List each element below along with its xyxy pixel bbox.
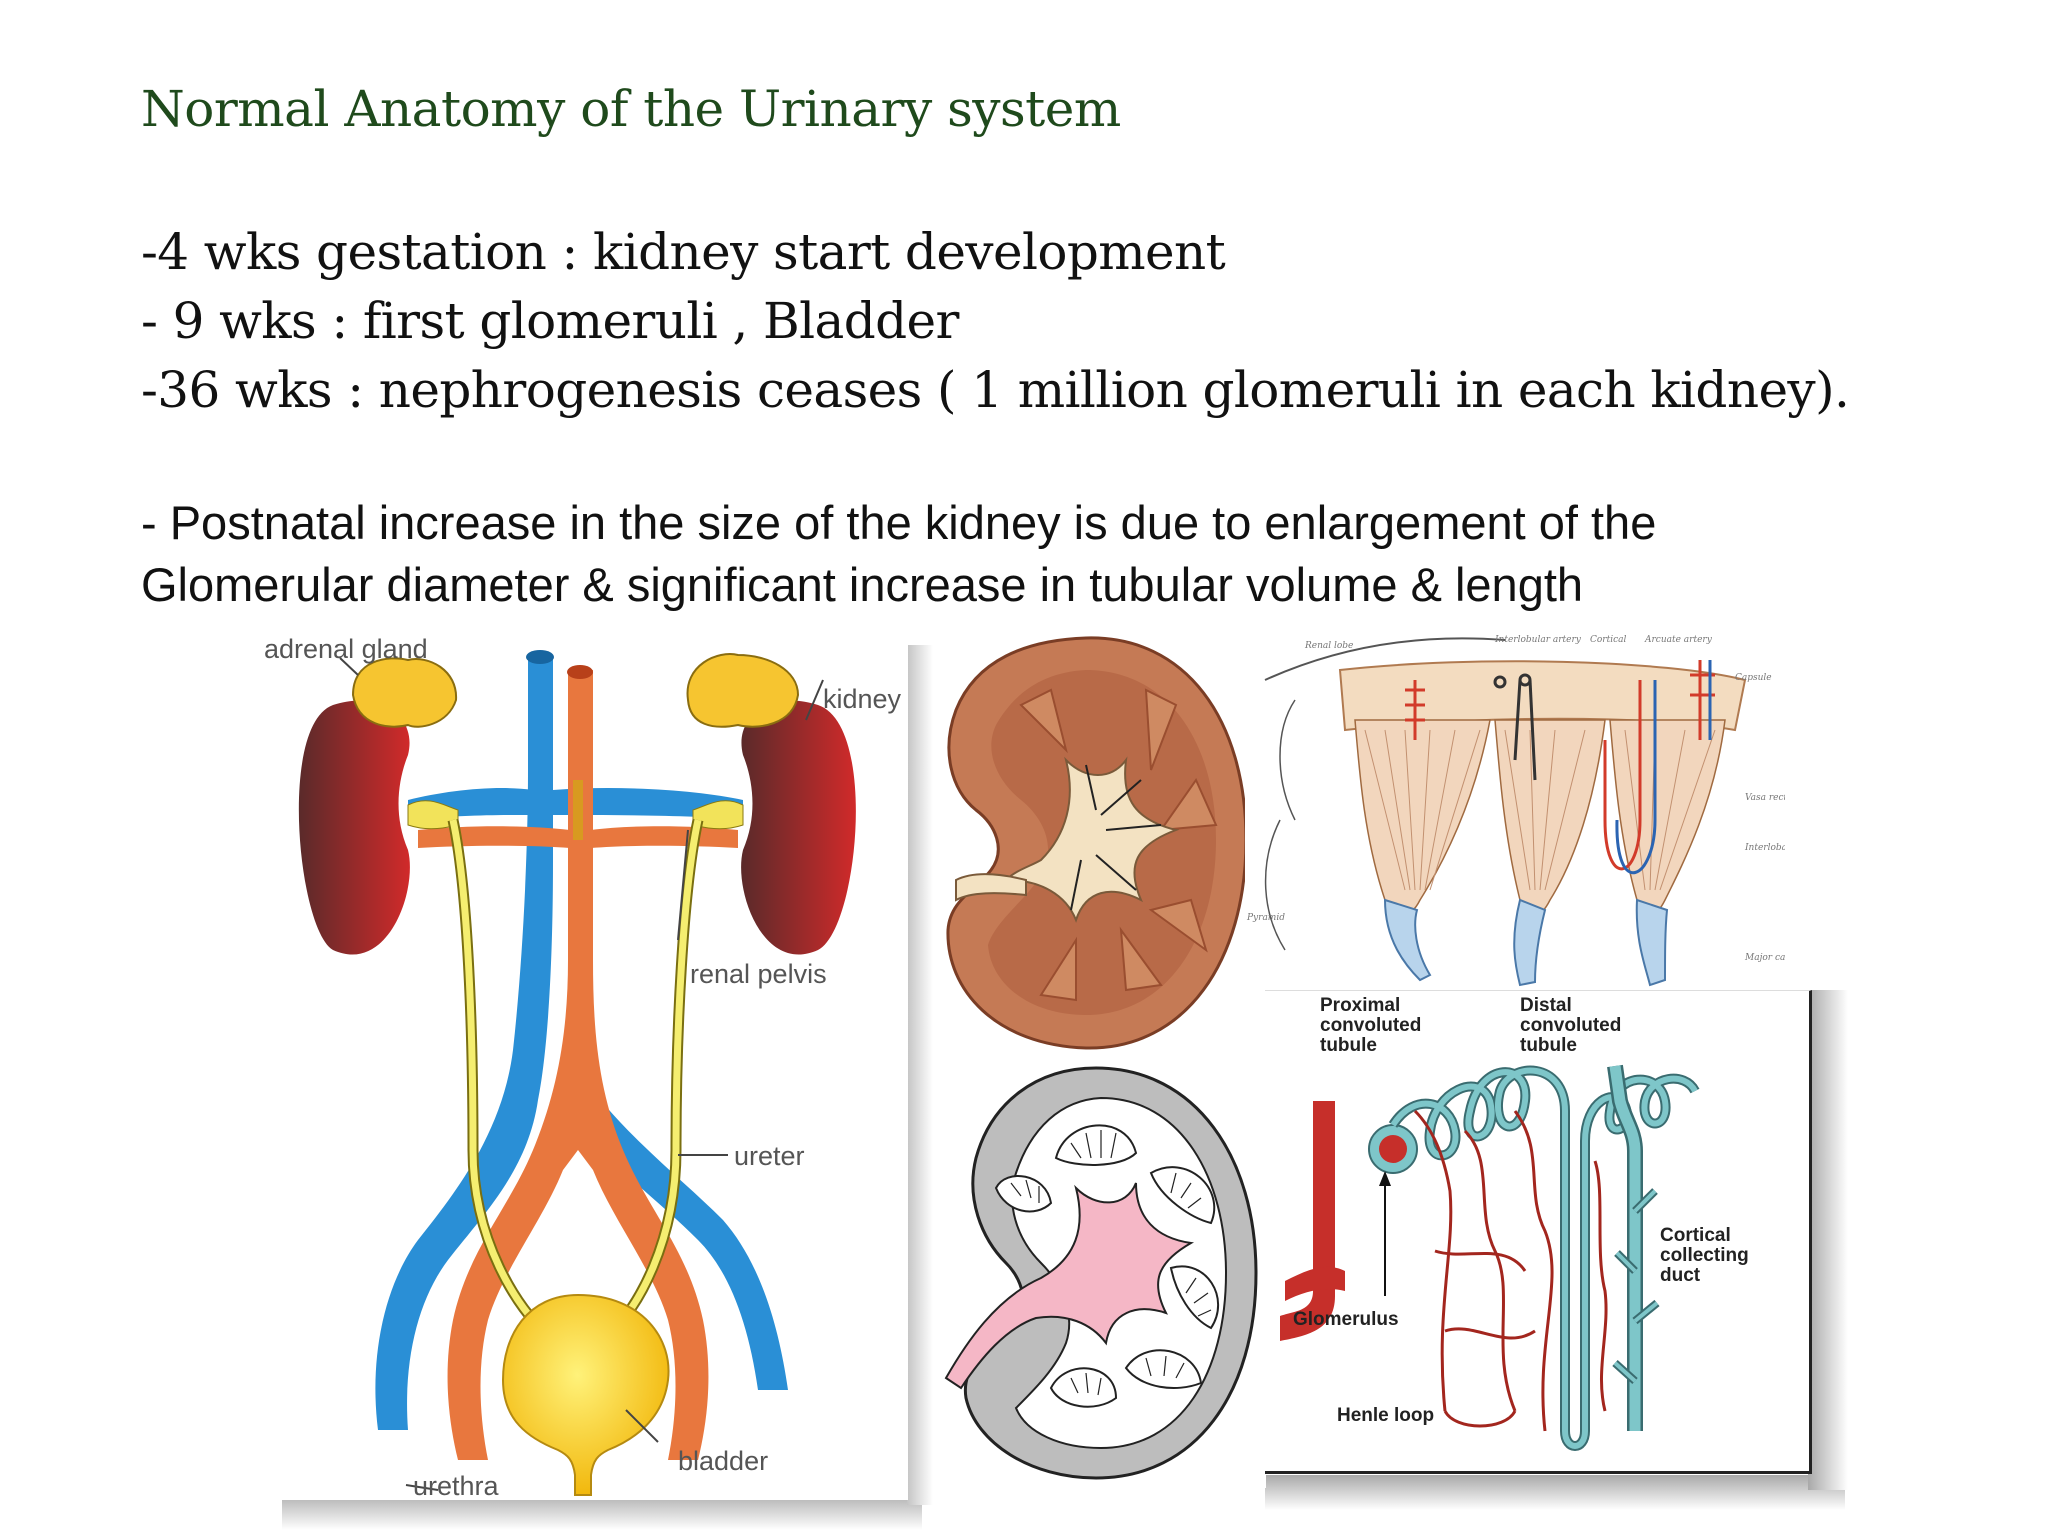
left-kidney bbox=[298, 700, 410, 955]
svg-text:Distal: Distal bbox=[1520, 995, 1572, 1016]
svg-text:tubule: tubule bbox=[1320, 1035, 1377, 1056]
note-line: - Postnatal increase in the size of the … bbox=[141, 496, 1657, 549]
label-henle-loop: Henle loop bbox=[1337, 1405, 1434, 1426]
label-glomerulus: Glomerulus bbox=[1293, 1309, 1399, 1330]
renal-artery-right bbox=[591, 826, 738, 848]
label-distal: Distal convoluted tubule bbox=[1520, 995, 1621, 1056]
label-proximal: Proximal convoluted tubule bbox=[1320, 995, 1421, 1056]
figure-shadow bbox=[1808, 990, 1848, 1490]
timeline-item: -4 wks gestation : kidney start developm… bbox=[141, 223, 1226, 281]
svg-text:collecting: collecting bbox=[1660, 1245, 1749, 1266]
afferent-vessel bbox=[1280, 1101, 1335, 1341]
svg-text:Vasa recta: Vasa recta bbox=[1745, 793, 1785, 803]
svg-text:Renal lobe: Renal lobe bbox=[1304, 641, 1353, 651]
aorta bbox=[447, 670, 709, 1460]
figure-shadow bbox=[1265, 1475, 1845, 1510]
label-bladder: bladder bbox=[678, 1446, 768, 1476]
svg-text:convoluted: convoluted bbox=[1320, 1015, 1421, 1036]
label-cortical: Cortical collecting duct bbox=[1660, 1225, 1749, 1286]
svg-text:Interlobar: Interlobar bbox=[1744, 843, 1785, 853]
svg-text:Cortical: Cortical bbox=[1590, 635, 1627, 645]
bladder bbox=[501, 1293, 670, 1496]
svg-text:convoluted: convoluted bbox=[1520, 1015, 1621, 1036]
svg-text:Proximal: Proximal bbox=[1320, 995, 1400, 1016]
slide-title: Normal Anatomy of the Urinary system bbox=[141, 80, 1121, 138]
medullary-pyramid bbox=[1494, 719, 1606, 916]
label-ureter: ureter bbox=[734, 1141, 805, 1171]
left-adrenal-gland bbox=[351, 657, 458, 728]
figure-shadow bbox=[907, 645, 933, 1505]
distal-tubule bbox=[1580, 1073, 1700, 1142]
timeline-item: -36 wks : nephrogenesis ceases ( 1 milli… bbox=[141, 361, 1850, 419]
label-adrenal-gland: adrenal gland bbox=[264, 634, 428, 664]
nephron-diagram: Proximal convoluted tubule Distal convol… bbox=[1265, 990, 1812, 1474]
svg-text:Major calyx: Major calyx bbox=[1744, 953, 1785, 963]
svg-text:Capsule: Capsule bbox=[1735, 673, 1772, 683]
postnatal-note: - Postnatal increase in the size of the … bbox=[141, 492, 1656, 616]
right-adrenal-gland bbox=[686, 653, 800, 728]
renal-medulla-illustration: Renal lobe Interlobular artery Cortical … bbox=[1245, 620, 1785, 998]
svg-text:Arcuate artery: Arcuate artery bbox=[1644, 635, 1713, 645]
kidney-section-image bbox=[936, 630, 1252, 1058]
renal-artery-left bbox=[418, 826, 570, 848]
label-kidney: kidney bbox=[823, 684, 902, 714]
kidney-schematic bbox=[936, 1058, 1266, 1488]
svg-text:tubule: tubule bbox=[1520, 1035, 1577, 1056]
label-urethra: urethra bbox=[413, 1471, 500, 1500]
vena-cava bbox=[375, 655, 553, 1430]
svg-text:duct: duct bbox=[1660, 1265, 1701, 1286]
right-kidney bbox=[741, 700, 856, 955]
urinary-system-diagram: adrenal gland kidney renal pelvis ureter… bbox=[258, 630, 908, 1500]
svg-text:Cortical: Cortical bbox=[1660, 1225, 1731, 1246]
medullary-pyramid bbox=[1354, 719, 1491, 916]
note-line: Glomerular diameter & significant increa… bbox=[141, 558, 1584, 611]
svg-text:Interlobular artery: Interlobular artery bbox=[1494, 635, 1582, 645]
figure-shadow bbox=[282, 1500, 922, 1530]
svg-text:Pyramid: Pyramid bbox=[1246, 913, 1285, 923]
renal-pelvis-pink bbox=[944, 1182, 1195, 1390]
development-timeline: -4 wks gestation : kidney start developm… bbox=[141, 218, 1850, 425]
timeline-item: - 9 wks : first glomeruli , Bladder bbox=[141, 292, 959, 350]
label-renal-pelvis: renal pelvis bbox=[690, 959, 827, 989]
